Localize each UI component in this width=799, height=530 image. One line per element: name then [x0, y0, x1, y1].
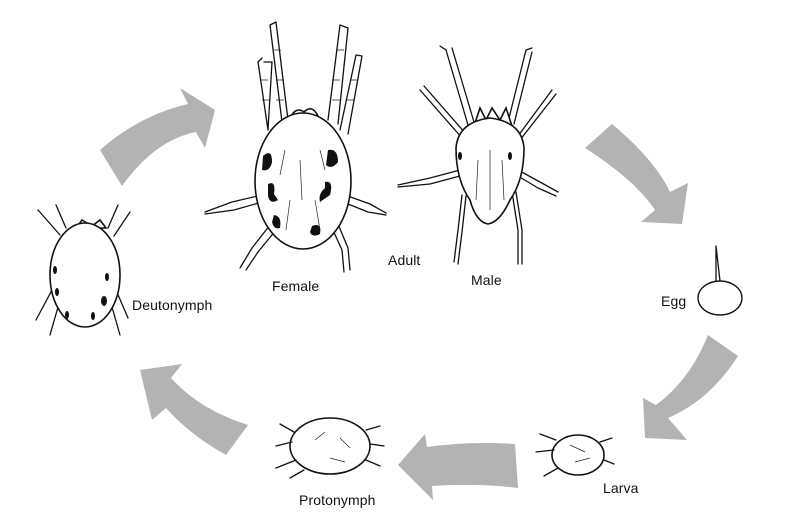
arrow-deutonymph-to-female — [100, 88, 215, 186]
arrow-male-to-egg — [585, 124, 688, 224]
larva-label: Larva — [603, 480, 639, 496]
female-label: Female — [272, 278, 320, 294]
adult-label: Adult — [388, 252, 421, 268]
protonymph-label: Protonymph — [299, 492, 376, 508]
deutonymph-illustration — [35, 204, 131, 336]
male-label: Male — [471, 272, 502, 288]
arrow-egg-to-larva — [643, 335, 738, 440]
protonymph-illustration — [275, 417, 385, 479]
arrow-larva-to-protonymph — [398, 434, 518, 500]
egg-label: Egg — [661, 293, 687, 309]
egg-illustration — [697, 245, 743, 316]
female-mite-illustration — [204, 21, 387, 273]
larva-illustration — [535, 433, 615, 477]
male-mite-illustration — [397, 45, 559, 265]
arrow-protonymph-to-deutonymph — [140, 364, 248, 455]
deutonymph-label: Deutonymph — [132, 297, 213, 313]
